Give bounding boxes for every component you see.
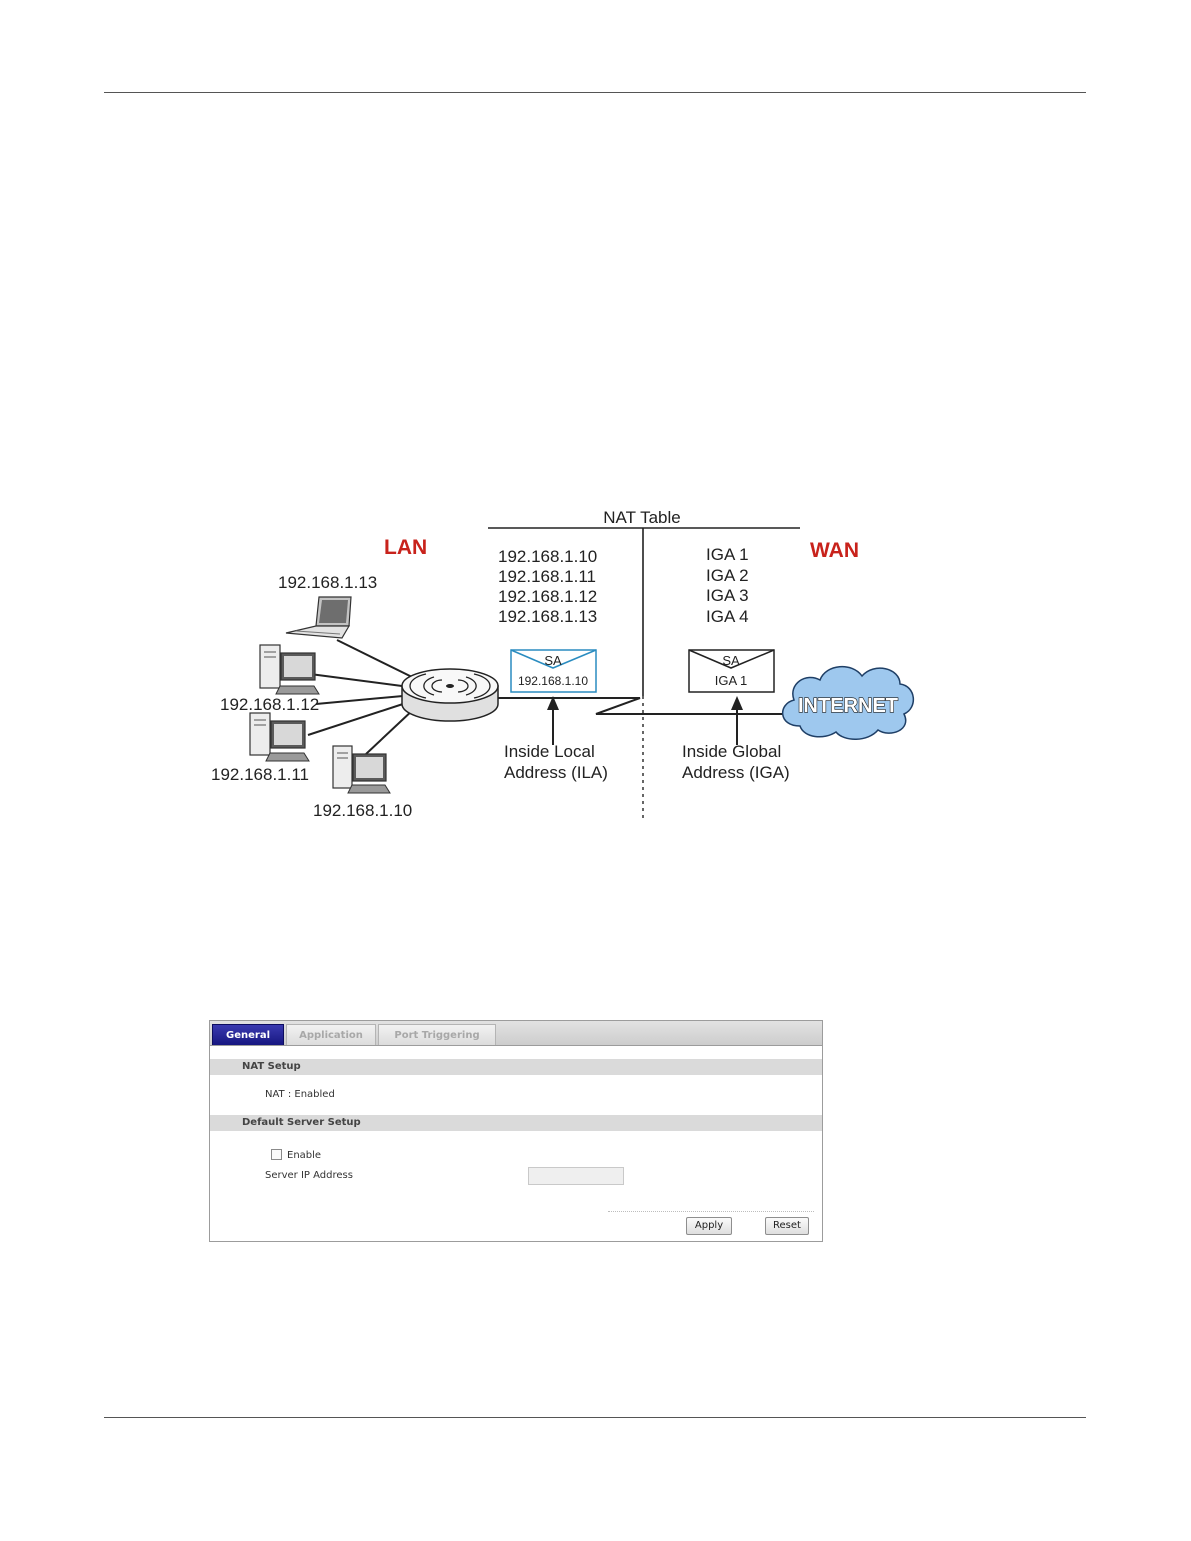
nat-local-address: 192.168.1.10 — [498, 547, 597, 566]
ila-label: Inside Local — [504, 742, 595, 761]
lan-label: LAN — [384, 536, 427, 559]
host-address-label: 192.168.1.12 — [220, 695, 319, 714]
enable-checkbox[interactable] — [271, 1149, 282, 1160]
laptop-icon — [285, 596, 352, 639]
footer-rule — [104, 1417, 1086, 1418]
nat-global-address: IGA 2 — [706, 566, 749, 585]
tab-general[interactable]: General — [212, 1024, 284, 1045]
router-icon — [401, 668, 499, 722]
network-links — [307, 639, 790, 755]
host-address-label: 192.168.1.11 — [211, 765, 309, 784]
ila-label: Address (ILA) — [504, 763, 608, 782]
local-packet-address: 192.168.1.10 — [518, 674, 588, 688]
host-address-label: 192.168.1.13 — [278, 573, 377, 592]
nat-global-address: IGA 1 — [706, 545, 749, 564]
nat-global-address: IGA 3 — [706, 586, 749, 605]
global-packet-header: SA — [722, 653, 740, 668]
nat-global-address: IGA 4 — [706, 607, 749, 626]
iga-arrow-icon — [731, 696, 743, 745]
server-ip-input[interactable] — [528, 1167, 624, 1185]
tab-application[interactable]: Application — [286, 1024, 376, 1045]
desktop-computer-icon — [259, 644, 320, 695]
nat-local-address: 192.168.1.13 — [498, 607, 597, 626]
apply-button[interactable]: Apply — [686, 1217, 732, 1235]
host-address-label: 192.168.1.10 — [313, 801, 412, 820]
nat-local-address: 192.168.1.11 — [498, 567, 596, 586]
nat-settings-panel: General Application Port Triggering NAT … — [209, 1020, 823, 1242]
internet-label: INTERNET — [798, 695, 898, 717]
nat-setup-heading: NAT Setup — [210, 1059, 822, 1075]
local-packet-envelope-icon: SA 192.168.1.10 — [510, 649, 597, 693]
iga-label: Address (IGA) — [682, 763, 790, 782]
nat-table-title: NAT Table — [603, 508, 681, 527]
tab-bar: General Application Port Triggering — [210, 1021, 822, 1046]
header-rule — [104, 92, 1086, 93]
desktop-computer-icon — [249, 712, 310, 762]
server-ip-label: Server IP Address — [265, 1170, 353, 1181]
ila-arrow-icon — [547, 696, 559, 745]
tab-port-triggering[interactable]: Port Triggering — [378, 1024, 496, 1045]
nat-status-text: NAT : Enabled — [265, 1089, 335, 1100]
default-server-heading: Default Server Setup — [210, 1115, 822, 1131]
nat-local-address: 192.168.1.12 — [498, 587, 597, 606]
iga-label: Inside Global — [682, 742, 781, 761]
global-packet-address: IGA 1 — [715, 673, 748, 688]
nat-diagram: NAT Table LAN WAN 192.168.1.10 192.168.1… — [211, 508, 914, 820]
desktop-computer-icon — [332, 745, 391, 794]
global-packet-envelope-icon: SA IGA 1 — [688, 649, 775, 693]
reset-button[interactable]: Reset — [765, 1217, 809, 1235]
internet-cloud-icon: INTERNET — [782, 666, 914, 740]
wan-label: WAN — [810, 539, 859, 562]
local-packet-header: SA — [544, 653, 562, 668]
enable-label: Enable — [287, 1150, 322, 1161]
footer-separator — [608, 1211, 814, 1212]
